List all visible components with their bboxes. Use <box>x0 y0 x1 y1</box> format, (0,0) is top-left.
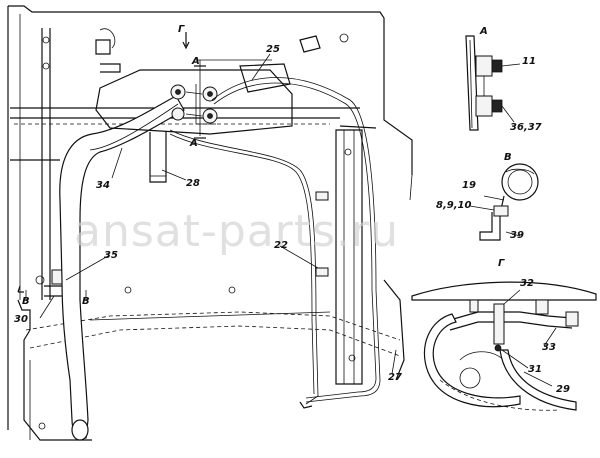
view-label-a-bottom: А <box>189 138 198 149</box>
callout-32: 32 <box>520 278 534 289</box>
detail-view-g <box>411 281 597 411</box>
valve-25 <box>95 59 293 136</box>
pipe-28 <box>149 132 167 183</box>
section-markers <box>25 32 206 300</box>
hose-end <box>71 419 89 441</box>
callout-35: 35 <box>104 250 118 261</box>
tube-clamps <box>315 191 329 277</box>
bracket <box>493 303 505 345</box>
callout-34: 34 <box>96 180 110 191</box>
callout-11: 11 <box>522 56 536 67</box>
clip <box>315 267 329 277</box>
bolt-hole <box>344 148 352 156</box>
detail-title-g: Г <box>498 258 505 269</box>
callout-36-37: 36,37 <box>510 122 542 133</box>
nut <box>565 311 579 327</box>
callout-31: 31 <box>528 364 542 375</box>
callout-39: 39 <box>510 230 524 241</box>
callout-33: 33 <box>542 342 556 353</box>
detail-view-b <box>469 163 539 241</box>
bolt-hole <box>38 422 46 430</box>
view-label-b-left: В <box>22 296 30 307</box>
bolt-hole <box>124 286 132 294</box>
clip <box>315 191 329 201</box>
callout-28: 28 <box>186 178 200 189</box>
bolt-hole <box>35 275 45 285</box>
bolt-hole <box>228 286 236 294</box>
callout-8-9-10: 8,9,10 <box>436 200 471 211</box>
callout-25: 25 <box>266 44 280 55</box>
hose-34 <box>59 95 185 441</box>
bolt-hole <box>339 33 349 43</box>
callout-29: 29 <box>556 384 570 395</box>
detail-view-a <box>465 35 521 131</box>
callout-30: 30 <box>14 314 28 325</box>
watermark-text: ansat-parts.ru <box>74 206 399 257</box>
view-label-b-right: В <box>82 296 90 307</box>
callout-19: 19 <box>462 180 476 191</box>
leader-lines <box>39 53 557 387</box>
detail-title-a: А <box>479 26 488 37</box>
thin-tubes <box>169 77 381 409</box>
callout-27: 27 <box>388 372 402 383</box>
callout-22: 22 <box>274 240 288 251</box>
detail-title-b: В <box>504 152 512 163</box>
bolt-hole <box>348 354 356 362</box>
mounting-rail <box>335 125 377 385</box>
view-label-a-top: А <box>191 56 200 67</box>
view-label-g-marker: Г <box>178 24 185 35</box>
